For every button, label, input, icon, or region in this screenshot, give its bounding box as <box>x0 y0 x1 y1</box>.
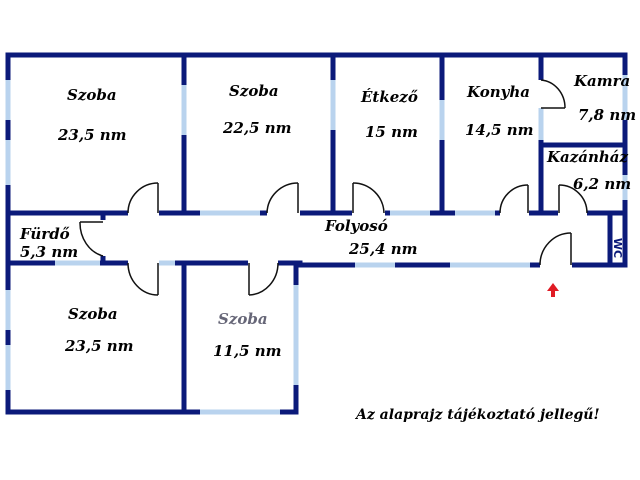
room-labels: Szoba 23,5 nm Szoba 22,5 nm Étkező 15 nm… <box>19 72 636 360</box>
door-swing <box>248 262 279 296</box>
room-area-szoba-2: 22,5 nm <box>222 119 292 137</box>
wc-label: WC <box>611 238 624 258</box>
room-name-folyoso: Folyosó <box>324 217 388 235</box>
room-name-etkezo: Étkező <box>360 88 418 106</box>
disclaimer-note: Az alaprajz tájékoztató jellegű! <box>354 407 600 423</box>
room-name-kamra: Kamra <box>573 72 630 90</box>
room-name-kazanhaz: Kazánház <box>546 148 629 166</box>
room-area-szoba-4: 11,5 nm <box>213 342 282 360</box>
door-swing <box>127 182 159 214</box>
room-area-furdo: 5,3 nm <box>20 243 78 261</box>
room-area-kazanhaz: 6,2 nm <box>573 175 631 193</box>
door-swing <box>127 262 159 296</box>
room-area-folyoso: 25,4 nm <box>348 240 418 258</box>
door-swing <box>352 182 385 214</box>
room-name-szoba-3: Szoba <box>68 305 118 323</box>
door-swing <box>79 221 104 257</box>
door-swing <box>540 79 566 109</box>
room-area-etkezo: 15 nm <box>365 123 418 141</box>
door-swing <box>499 184 529 214</box>
room-area-szoba-3: 23,5 nm <box>64 337 134 355</box>
doors <box>79 79 588 296</box>
room-name-furdo: Fürdő <box>19 225 70 243</box>
windows <box>5 75 628 415</box>
room-name-konyha: Konyha <box>466 83 530 101</box>
room-area-konyha: 14,5 nm <box>465 121 534 139</box>
room-name-szoba-1: Szoba <box>67 86 117 104</box>
door-swing <box>266 182 299 214</box>
room-area-szoba-1: 23,5 nm <box>57 126 127 144</box>
up-arrow-icon <box>547 283 559 297</box>
door-swing <box>558 184 588 214</box>
room-name-szoba-2: Szoba <box>229 82 279 100</box>
room-area-kamra: 7,8 nm <box>578 106 636 124</box>
room-name-szoba-4: Szoba <box>218 310 268 328</box>
door-swing <box>539 232 572 266</box>
